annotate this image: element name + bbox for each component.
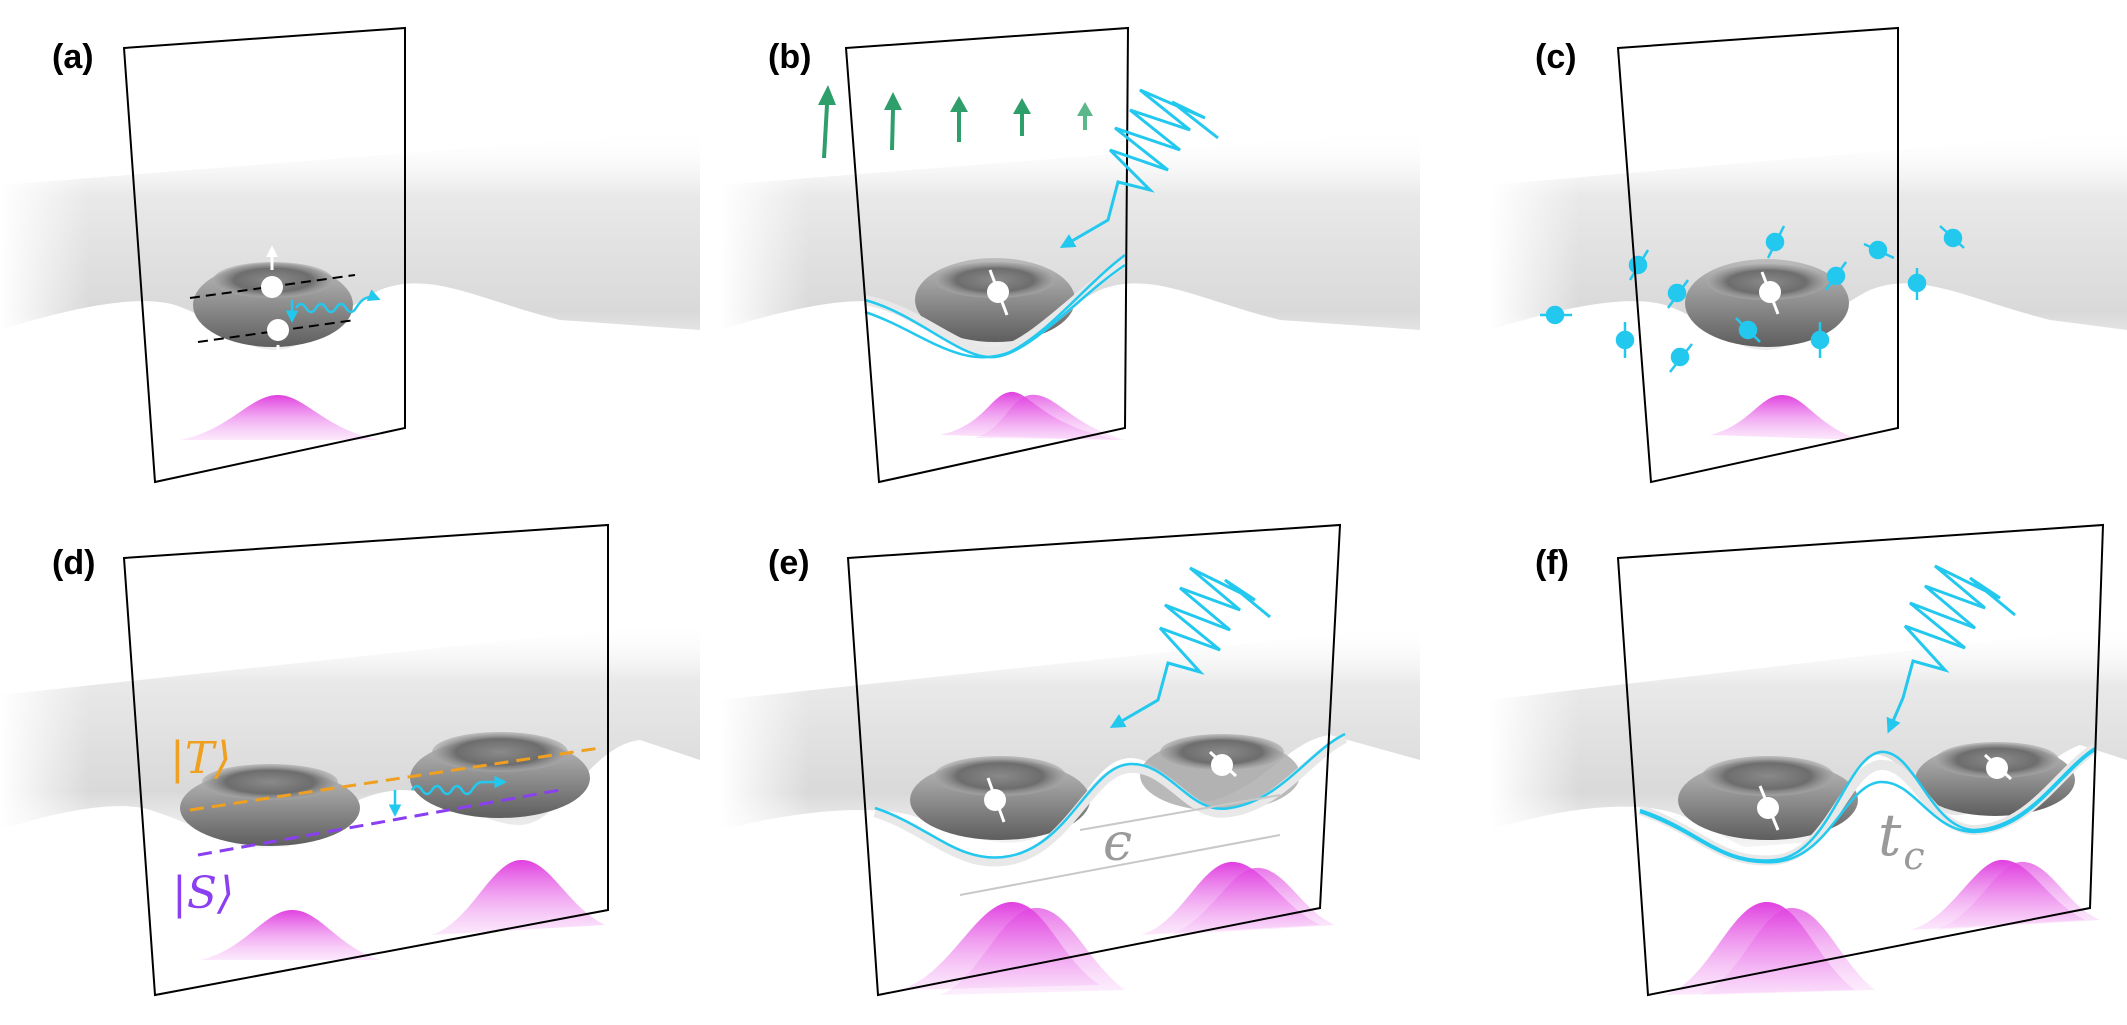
panel-c: (c)	[1490, 26, 2127, 484]
cross-section-frame	[1616, 26, 1899, 484]
nuclear-spin	[1735, 317, 1761, 343]
nuclear-spin	[1615, 322, 1635, 358]
energy-level-lower	[197, 319, 356, 343]
wavefunction-density	[1710, 395, 1860, 440]
nuclear-spin	[1907, 268, 1927, 300]
potential-surface	[720, 283, 1420, 440]
potential-surface	[0, 283, 700, 430]
panel-f: tc (f)	[1490, 523, 2127, 997]
cross-section-frame	[844, 26, 1130, 484]
right-quantum-dot	[432, 732, 568, 772]
cross-section-frame	[1616, 523, 2105, 997]
detuning-level-lower	[959, 834, 1281, 896]
triplet-state-label: |T⟩	[170, 733, 231, 784]
cross-section-frame	[122, 26, 406, 484]
electron-spin	[987, 269, 1009, 316]
emitted-photon	[410, 775, 507, 796]
panel-b: (b)	[720, 26, 1420, 484]
detuning-label: ϵ	[1103, 813, 1132, 873]
tunnel-coupling-subscript: c	[1903, 834, 1924, 878]
field-arrow	[818, 85, 836, 158]
magnetic-field-arrows	[818, 85, 1093, 158]
microwave-drive	[1059, 88, 1219, 249]
nuclear-spin	[1666, 279, 1690, 309]
potential-profile-cyan	[874, 732, 1346, 859]
tunnel-coupling-base: t	[1878, 801, 1902, 869]
field-arrow	[1077, 102, 1093, 130]
spin-up-electron	[261, 245, 283, 298]
field-arrow	[884, 92, 902, 150]
panel-label-a: (a)	[52, 38, 94, 76]
electron-spin	[1759, 271, 1781, 315]
nuclear-spin	[1863, 240, 1895, 260]
emitted-photon	[294, 289, 381, 314]
potential-profile-cyan-2	[864, 254, 1126, 359]
electron-spin-left	[984, 777, 1006, 823]
nuclear-spin-bath	[1540, 225, 1965, 373]
panel-label-b: (b)	[768, 38, 811, 76]
electron-spin-right	[1208, 750, 1238, 778]
panel-label-e: (e)	[768, 544, 810, 582]
electron-spin-left	[1757, 785, 1780, 831]
panel-label-c: (c)	[1535, 38, 1577, 76]
panel-label-d: (d)	[52, 544, 95, 582]
left-wavefunction	[200, 910, 380, 960]
left-quantum-dot	[202, 764, 338, 800]
nuclear-spin	[1824, 261, 1848, 291]
potential-surface	[1490, 283, 2127, 440]
electron-spin-right	[1983, 753, 2013, 781]
spin-down-electron	[267, 319, 289, 365]
detuning-level-upper	[1079, 794, 1281, 831]
panel-d: |T⟩ |S⟩ (d)	[0, 523, 700, 997]
field-arrow	[1013, 98, 1031, 136]
nuclear-spin	[1939, 225, 1965, 249]
microwave-drive	[1886, 564, 2016, 734]
nuclear-spin	[1765, 225, 1786, 259]
potential-profile-cyan-1	[1639, 746, 2096, 862]
potential-profile-cyan-2	[1639, 748, 2096, 864]
left-quantum-dot	[1702, 756, 1834, 796]
nuclear-spin	[1540, 305, 1572, 325]
tunnel-coupling-label: tc	[1878, 801, 1925, 878]
triplet-level	[189, 746, 601, 812]
left-quantum-dot	[934, 756, 1066, 796]
nuclear-spin	[1669, 343, 1693, 373]
microwave-drive	[1109, 566, 1271, 729]
cross-section-frame	[846, 523, 1342, 997]
panel-label-f: (f)	[1535, 544, 1569, 582]
singlet-level	[197, 788, 561, 857]
panel-e: ϵ (e)	[720, 523, 1420, 997]
right-wavefunction	[430, 859, 605, 935]
nuclear-spin	[1810, 322, 1830, 358]
right-quantum-dot	[1160, 734, 1284, 770]
panel-a: (a)	[0, 26, 700, 484]
cross-section-frame	[122, 523, 609, 997]
singlet-state-label: |S⟩	[172, 868, 234, 919]
wavefunction-density	[180, 395, 380, 440]
field-arrow	[950, 96, 968, 142]
